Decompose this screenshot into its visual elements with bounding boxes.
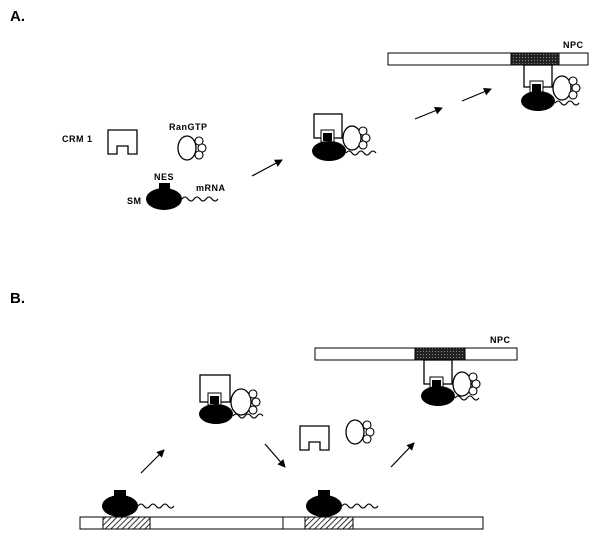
rangtp-label: RanGTP — [169, 122, 208, 132]
crm1-shape-b — [299, 425, 330, 451]
crm1-shape-a — [107, 129, 138, 155]
rangtp-shape-b — [345, 419, 375, 445]
arrow-a-2 — [414, 106, 443, 120]
crm1-label: CRM 1 — [62, 134, 93, 144]
bottom-bar-b — [79, 516, 484, 530]
panel-b-label: B. — [10, 290, 25, 307]
export-complex-b-npc — [421, 359, 481, 406]
sm-label: SM — [127, 196, 142, 206]
rangtp-shape-a — [177, 135, 207, 161]
substrate-molecule-b-left — [102, 490, 175, 517]
export-complex-b-left — [199, 374, 264, 424]
npc-label-b: NPC — [490, 335, 511, 345]
arrow-b-3 — [390, 442, 415, 468]
export-complex-a-middle — [312, 113, 377, 161]
arrow-a-1 — [251, 159, 283, 177]
export-complex-a-npc — [521, 64, 581, 111]
npc-label-a: NPC — [563, 40, 584, 50]
arrow-a-3 — [461, 87, 492, 102]
npc-bar-b — [314, 347, 518, 361]
arrow-b-1 — [140, 449, 165, 474]
arrow-b-2 — [264, 443, 286, 468]
npc-bar-a — [387, 52, 589, 66]
substrate-molecule-b-right — [306, 490, 379, 517]
panel-a-label: A. — [10, 8, 25, 25]
substrate-molecule-a — [146, 183, 219, 210]
nes-label: NES — [154, 172, 174, 182]
mrna-label: mRNA — [196, 183, 226, 193]
